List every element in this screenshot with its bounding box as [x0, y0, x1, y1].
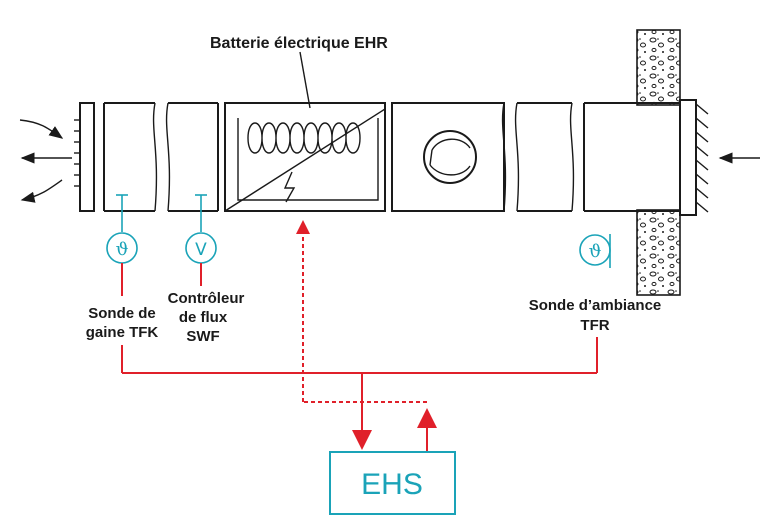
flow-controller-swf: V — [185, 194, 217, 264]
duct-sensor-symbol: ϑ — [116, 239, 129, 260]
duct-segment-4 — [514, 102, 575, 212]
fan-icon — [423, 130, 477, 184]
flow-controller-label-2: de flux — [179, 309, 228, 326]
fan-section — [391, 102, 507, 212]
room-sensor-symbol: ϑ — [589, 241, 602, 262]
duct-segment-2 — [165, 102, 219, 212]
flow-controller-label-3: SWF — [186, 328, 219, 345]
room-sensor-tfr: ϑ — [579, 234, 611, 268]
electric-heater — [224, 51, 386, 212]
heater-control-wiring — [296, 220, 437, 452]
duct-sensor-tfk: ϑ — [106, 194, 138, 264]
sensor-wiring — [121, 263, 598, 450]
duct-sensor-label-2: gaine TFK — [86, 324, 159, 341]
ehs-controller: EHS — [329, 451, 456, 515]
heater-label: Batterie électrique EHR — [210, 35, 388, 52]
room-sensor-label-2: TFR — [580, 317, 609, 334]
room-sensor-label-1: Sonde d’ambiance — [529, 297, 662, 314]
flow-controller-symbol: V — [195, 240, 207, 260]
duct-segment-1 — [103, 102, 158, 212]
wall-icon — [636, 29, 709, 296]
flow-controller-label-1: Contrôleur — [168, 290, 245, 307]
duct-segment-5 — [583, 102, 680, 212]
supply-air-arrows — [19, 119, 72, 203]
controller-label: EHS — [361, 468, 423, 501]
duct-sensor-label-1: Sonde de — [88, 305, 156, 322]
grille-icon — [74, 102, 95, 212]
